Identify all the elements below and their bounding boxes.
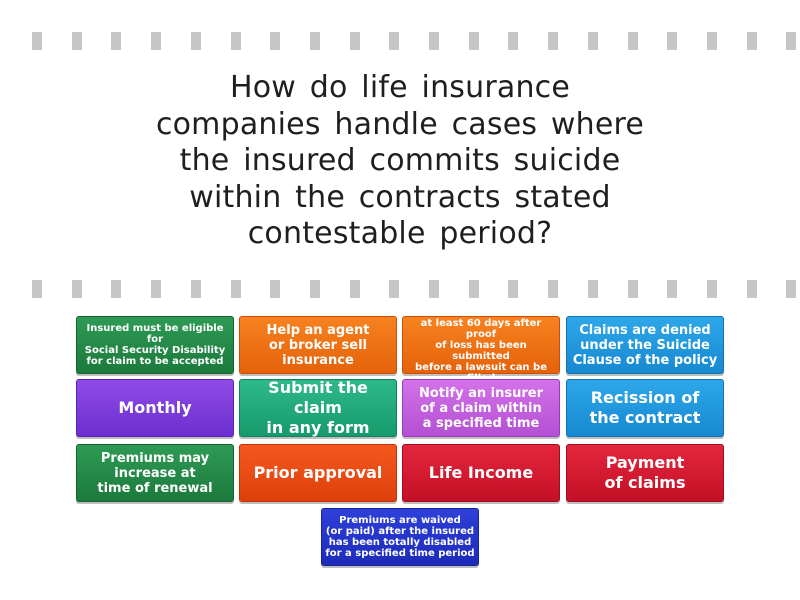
answer-tile-label: Submit the claim in any form (266, 378, 370, 437)
answer-tile-label: Recission of the contract (589, 388, 701, 427)
divider-dash (349, 280, 360, 298)
answer-tile-submit-claim[interactable]: Submit the claim in any form (239, 378, 397, 437)
answer-tile-monthly[interactable]: Monthly (76, 379, 234, 437)
answer-tile-life-income[interactable]: Life Income (402, 444, 560, 502)
divider-dash (548, 280, 559, 298)
divider-dash (270, 280, 281, 298)
answer-tile-premiums-increase[interactable]: Premiums may increase at time of renewal (76, 444, 234, 502)
answer-tile-notify-insurer[interactable]: Notify an insurer of a claim within a sp… (402, 379, 560, 437)
divider-dash (71, 280, 82, 298)
answer-tile-label: Claims are denied under the Suicide Clau… (572, 322, 718, 368)
divider-dash (349, 32, 360, 50)
answer-tile-label: Life Income (428, 463, 534, 482)
answer-tile-label: Premiums may increase at time of renewal (97, 450, 213, 496)
answer-tile-help-agent[interactable]: Help an agent or broker sell insurance (239, 316, 397, 374)
answer-tile-recission[interactable]: Recission of the contract (566, 379, 724, 437)
answer-tile-label: Prior approval (253, 463, 383, 482)
divider-dash (111, 280, 122, 298)
answer-tile-social-security[interactable]: Insured must be eligible for Social Secu… (76, 316, 234, 374)
divider-dash (587, 32, 598, 50)
divider-dash (468, 32, 479, 50)
divider-dash (71, 32, 82, 50)
divider-dash (548, 32, 559, 50)
divider-dash (190, 32, 201, 50)
divider-dash (230, 32, 241, 50)
divider-dash (309, 32, 320, 50)
question-text: How do life insurance companies handle c… (155, 70, 645, 251)
divider-dash (667, 280, 678, 298)
divider-dash (230, 280, 241, 298)
answer-tile-label: Payment of claims (604, 453, 686, 492)
answer-tile-wait-60-days[interactable]: An insured must wait at least 60 days af… (402, 307, 560, 384)
divider-dash (32, 32, 42, 50)
answer-tile-label: Insured must be eligible for Social Secu… (84, 323, 226, 367)
divider-dash (389, 280, 400, 298)
answer-tile-prior-approval[interactable]: Prior approval (239, 444, 397, 502)
divider-dash (587, 280, 598, 298)
answer-tile-label: Notify an insurer of a claim within a sp… (418, 385, 544, 431)
divider-dash (508, 32, 519, 50)
divider-dash (468, 280, 479, 298)
divider-dash (111, 32, 122, 50)
divider-dash (429, 32, 439, 50)
divider-dash (389, 32, 400, 50)
divider-dash (151, 32, 162, 50)
answer-tile-label: Help an agent or broker sell insurance (266, 322, 370, 368)
divider-dash (746, 280, 757, 298)
divider-dash (627, 32, 638, 50)
divider-dash (786, 280, 797, 298)
divider-dash (270, 32, 281, 50)
divider-dash (190, 280, 201, 298)
answer-tile-label: An insured must wait at least 60 days af… (415, 306, 547, 384)
divider-dash (508, 280, 519, 298)
answer-tile-premiums-waived[interactable]: Premiums are waived (or paid) after the … (321, 508, 479, 566)
top-dash-divider (0, 32, 800, 50)
answer-tile-suicide-clause[interactable]: Claims are denied under the Suicide Clau… (566, 316, 724, 374)
divider-dash (746, 32, 757, 50)
divider-dash (627, 280, 638, 298)
divider-dash (32, 280, 42, 298)
middle-dash-divider (0, 280, 800, 298)
divider-dash (309, 280, 320, 298)
divider-dash (706, 280, 717, 298)
divider-dash (151, 280, 162, 298)
divider-dash (786, 32, 797, 50)
divider-dash (667, 32, 678, 50)
answer-tile-label: Monthly (118, 398, 192, 417)
divider-dash (706, 32, 717, 50)
answer-tile-label: Premiums are waived (or paid) after the … (325, 515, 475, 559)
divider-dash (429, 280, 439, 298)
answer-tile-payment-of-claims[interactable]: Payment of claims (566, 444, 724, 502)
